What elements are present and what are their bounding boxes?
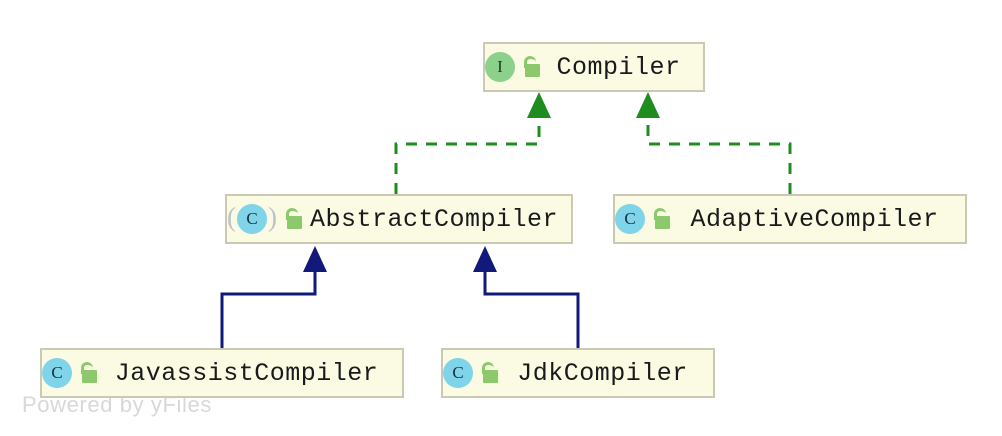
node-label: JdkCompiler bbox=[517, 358, 688, 388]
open-padlock-icon bbox=[652, 207, 674, 231]
abstract-class-icon: ( C ) bbox=[227, 204, 277, 234]
node-icons: I bbox=[485, 52, 548, 82]
realization-arrowhead bbox=[527, 92, 551, 118]
open-padlock-icon bbox=[480, 361, 502, 385]
node-icons: ( C ) bbox=[227, 204, 310, 234]
node-label: Compiler bbox=[556, 52, 681, 82]
edge-adaptive-compiler-implements-compiler bbox=[636, 92, 792, 194]
uml-node-jdk-compiler[interactable]: C JdkCompiler bbox=[441, 348, 715, 398]
uml-node-adaptive-compiler[interactable]: C AdaptiveCompiler bbox=[613, 194, 967, 244]
uml-node-compiler[interactable]: I Compiler bbox=[483, 42, 705, 92]
interface-icon: I bbox=[485, 52, 515, 82]
open-padlock-icon bbox=[284, 207, 306, 231]
class-icon: C bbox=[42, 358, 72, 388]
abstract-paren-left: ( bbox=[227, 202, 236, 232]
node-label: AdaptiveCompiler bbox=[690, 204, 939, 234]
edge-javassist-compiler-extends-abstract-compiler bbox=[220, 246, 327, 348]
class-icon: C bbox=[443, 358, 473, 388]
edge-jdk-compiler-extends-abstract-compiler bbox=[473, 246, 580, 348]
realization-arrowhead bbox=[636, 92, 660, 118]
class-icon: C bbox=[237, 204, 267, 234]
open-padlock-icon bbox=[79, 361, 101, 385]
node-icons: C bbox=[443, 358, 506, 388]
class-icon: C bbox=[615, 204, 645, 234]
node-icons: C bbox=[42, 358, 105, 388]
generalization-arrowhead bbox=[303, 246, 327, 272]
uml-node-abstract-compiler[interactable]: ( C ) AbstractCompiler bbox=[225, 194, 573, 244]
node-label: JavassistCompiler bbox=[114, 358, 379, 388]
generalization-arrowhead bbox=[473, 246, 497, 272]
node-icons: C bbox=[615, 204, 678, 234]
uml-node-javassist-compiler[interactable]: C JavassistCompiler bbox=[40, 348, 404, 398]
node-label: AbstractCompiler bbox=[310, 204, 559, 234]
edge-abstract-compiler-implements-compiler bbox=[394, 92, 551, 194]
open-padlock-icon bbox=[522, 55, 544, 79]
abstract-paren-right: ) bbox=[268, 202, 277, 232]
